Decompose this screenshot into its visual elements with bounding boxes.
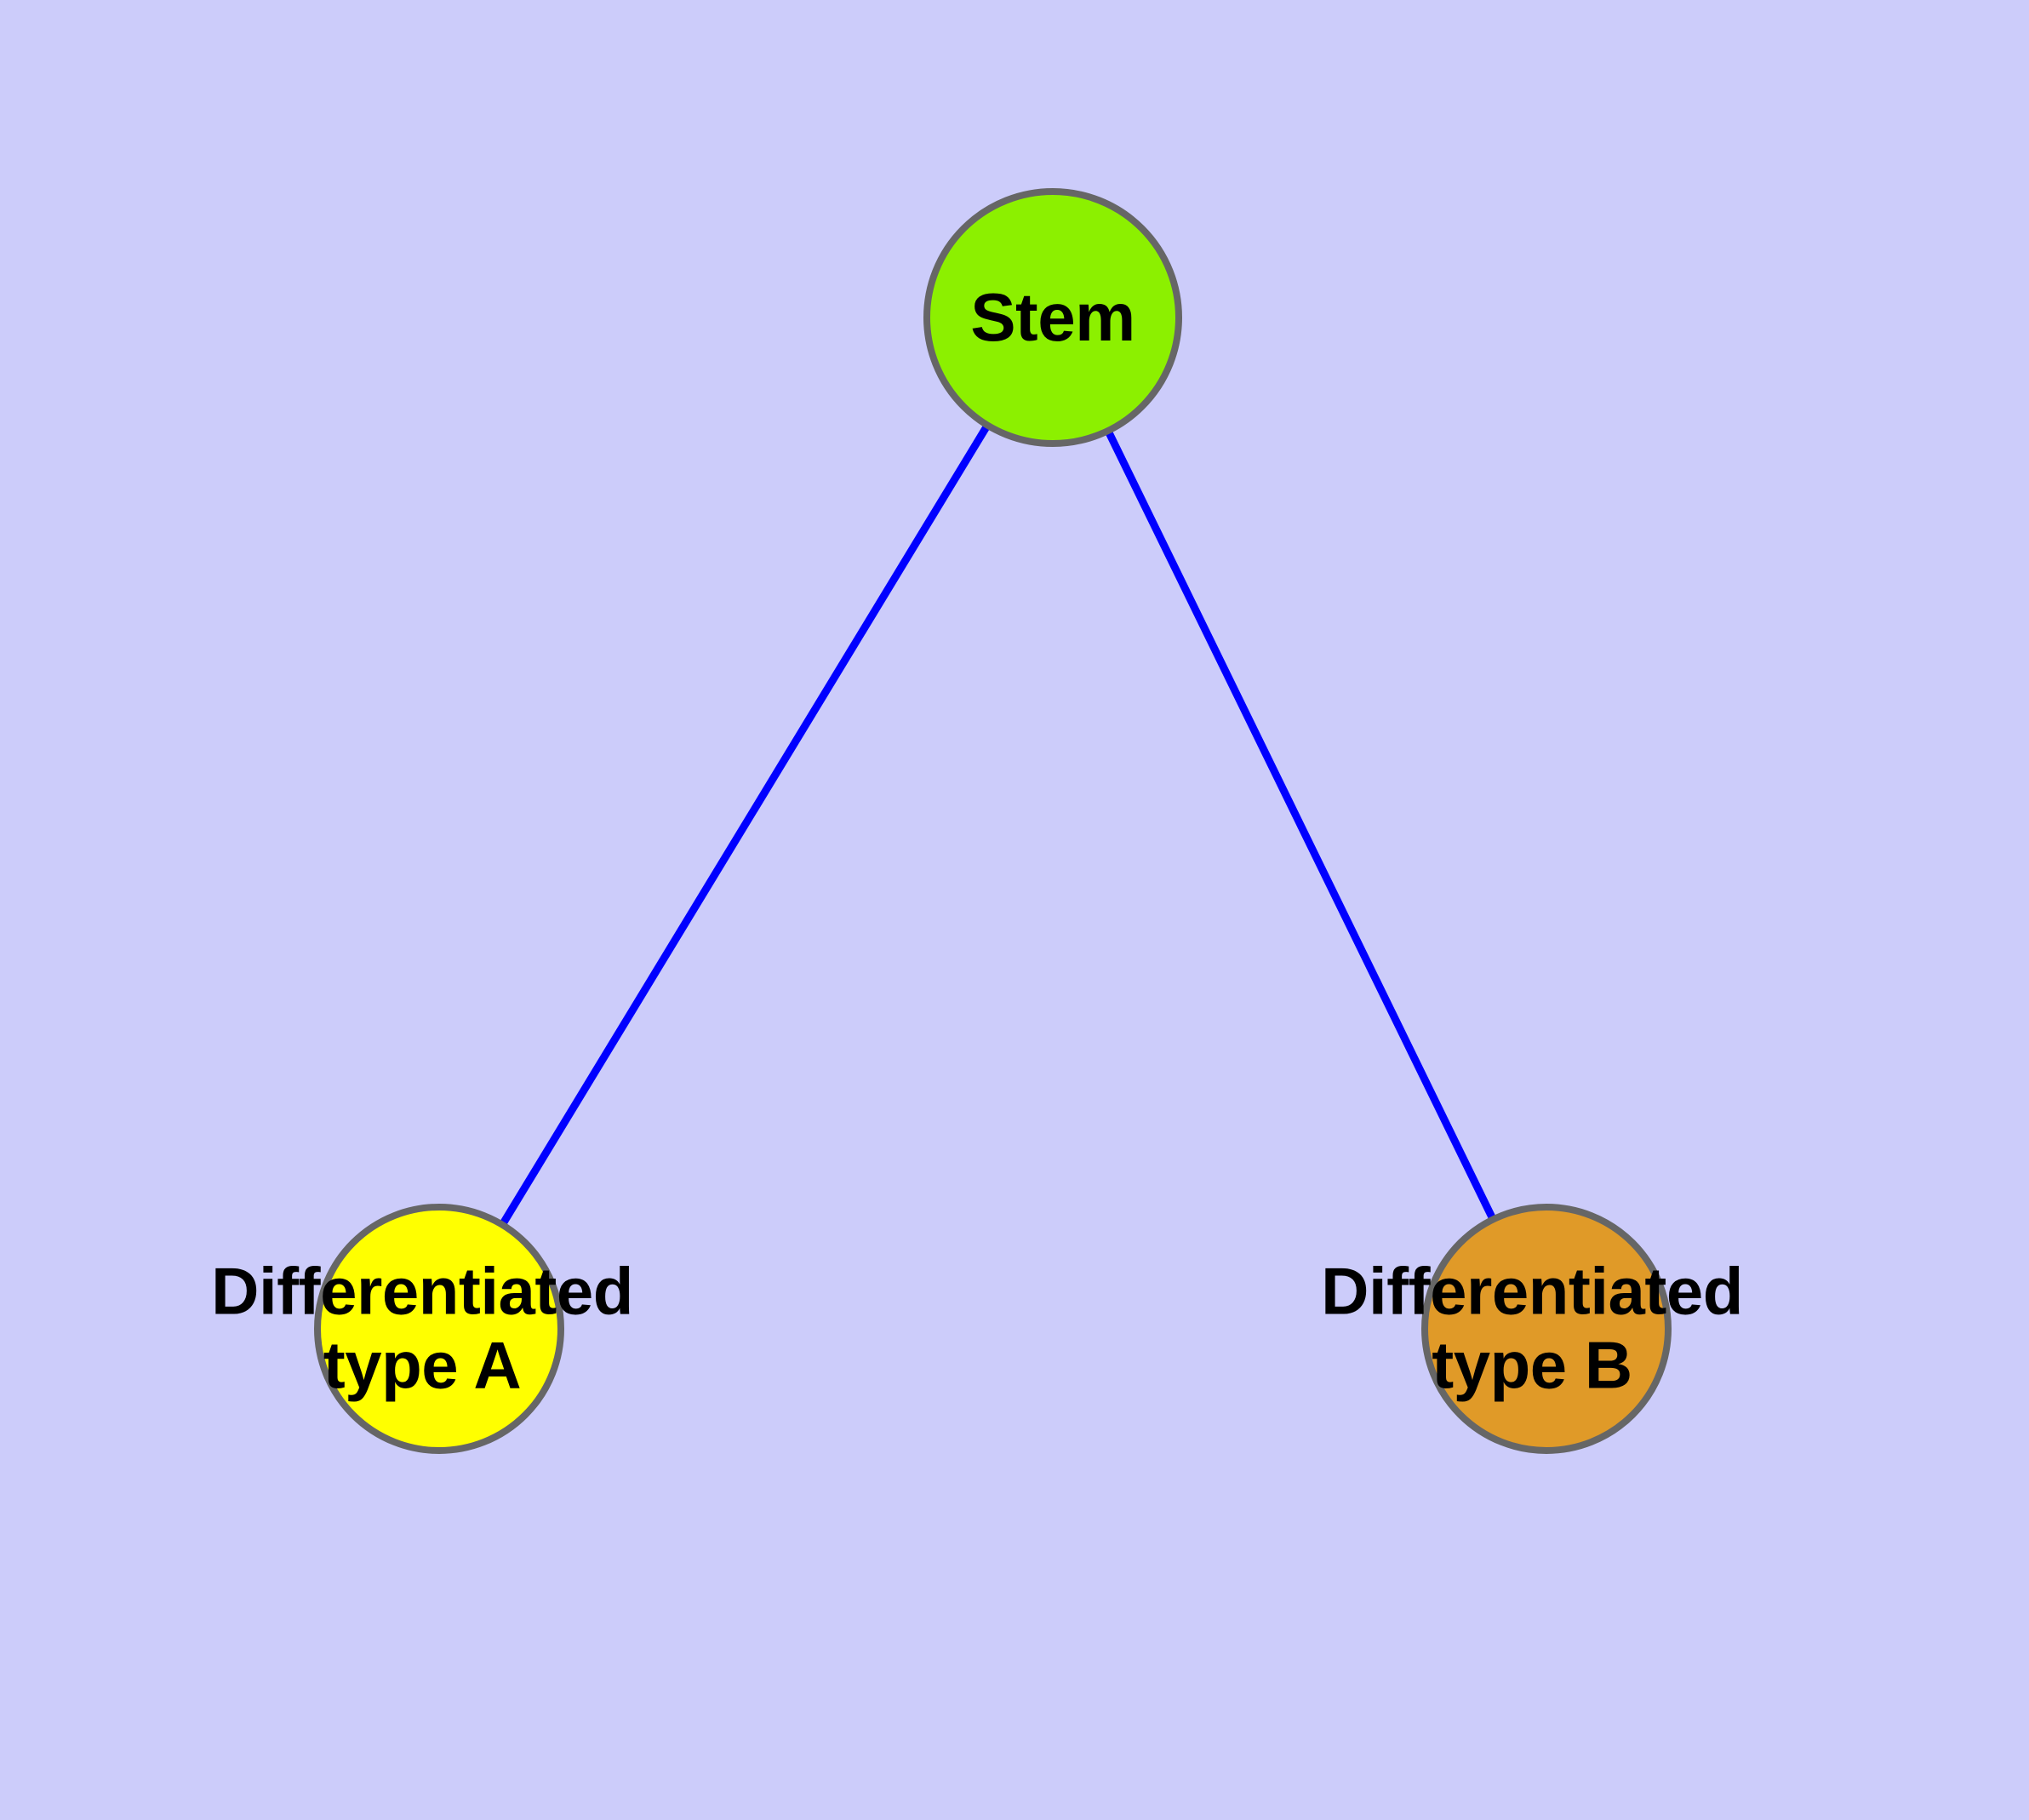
node-stem[interactable]	[923, 188, 1182, 447]
node-diff-a[interactable]	[314, 1204, 564, 1454]
nodes-layer	[314, 188, 1672, 1454]
edges-layer	[436, 315, 1551, 1331]
edge-stem-to-diff-b[interactable]	[1049, 316, 1551, 1331]
edge-stem-to-diff-a[interactable]	[436, 315, 1056, 1331]
node-diff-b[interactable]	[1421, 1204, 1672, 1454]
